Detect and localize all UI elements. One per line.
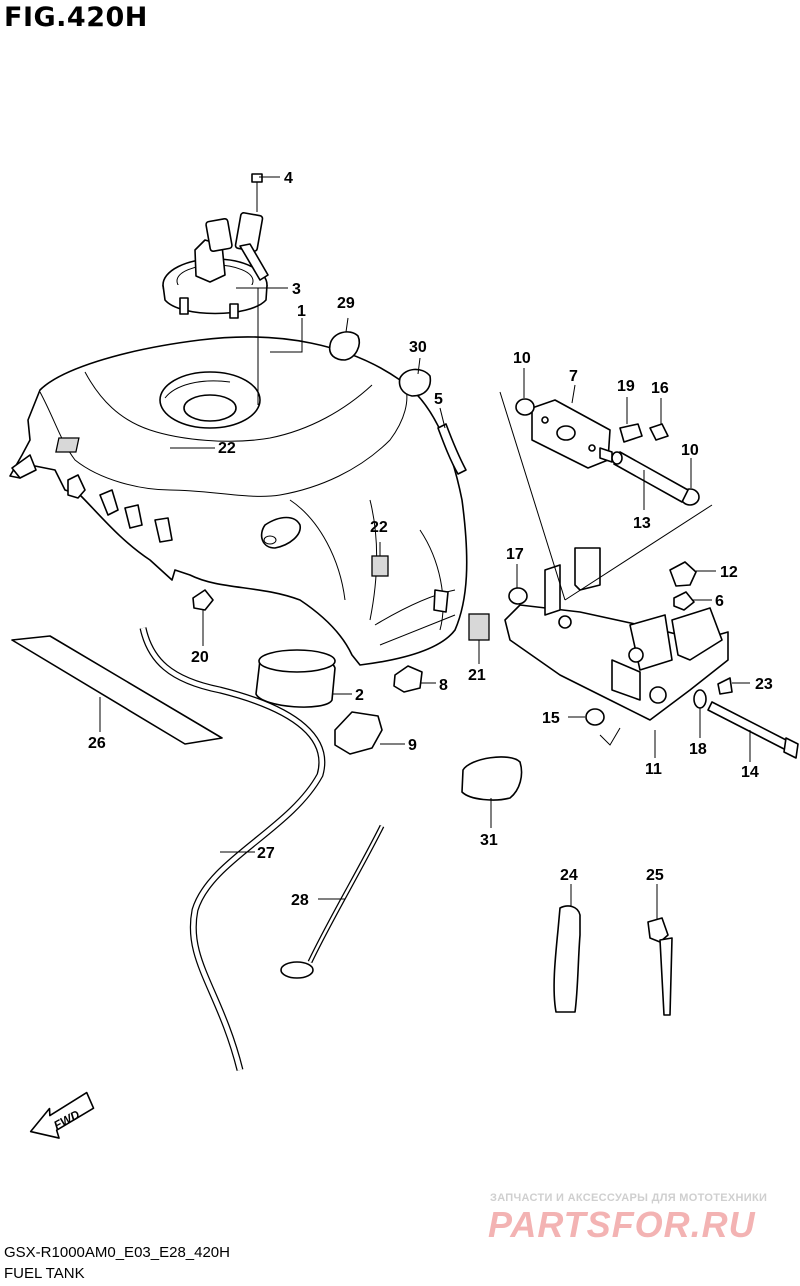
callout-2: 2 bbox=[355, 687, 364, 704]
callout-22: 22 bbox=[218, 440, 236, 457]
bushing-10-left[interactable] bbox=[515, 398, 535, 416]
callout-8: 8 bbox=[439, 677, 448, 694]
callout-13: 13 bbox=[633, 515, 651, 532]
pad-31-part[interactable] bbox=[461, 756, 523, 801]
strip-5-part[interactable] bbox=[437, 423, 467, 475]
callout-23: 23 bbox=[755, 676, 773, 693]
callout-labels: 4 3 1 29 30 5 22 22 20 2 8 21 9 26 27 28… bbox=[88, 170, 773, 909]
watermark-logo: PARTSFOR.RU bbox=[488, 1204, 756, 1245]
hose-27-part[interactable] bbox=[139, 627, 326, 1071]
callout-30: 30 bbox=[409, 339, 427, 356]
callout-18: 18 bbox=[689, 741, 707, 758]
label-22-right[interactable] bbox=[371, 555, 389, 577]
nut-6-part[interactable] bbox=[673, 591, 695, 611]
cover-ring-2-part[interactable] bbox=[255, 649, 336, 708]
callout-10: 10 bbox=[681, 442, 699, 459]
watermark-tagline: ЗАПЧАСТИ И АКСЕССУАРЫ ДЛЯ МОТОТЕХНИКИ bbox=[490, 1192, 768, 1204]
callout-6: 6 bbox=[715, 593, 724, 610]
callout-24: 24 bbox=[560, 867, 578, 884]
clip-12-part[interactable] bbox=[669, 561, 697, 587]
tube-28-part[interactable] bbox=[280, 824, 385, 979]
callout-22: 22 bbox=[370, 519, 388, 536]
callout-12: 12 bbox=[720, 564, 738, 581]
fuel-cap-lock-part[interactable] bbox=[162, 212, 269, 319]
fwd-arrow-icon: FWD bbox=[29, 1091, 95, 1139]
section-name: FUEL TANK bbox=[4, 1265, 85, 1282]
tie-25-part[interactable] bbox=[647, 917, 673, 1016]
callout-1: 1 bbox=[297, 303, 306, 320]
callout-27: 27 bbox=[257, 845, 275, 862]
damper-9-part[interactable] bbox=[334, 711, 383, 755]
bracket-assembly-11[interactable] bbox=[504, 547, 729, 721]
screw-part[interactable] bbox=[251, 173, 263, 212]
callout-31: 31 bbox=[480, 832, 498, 849]
callout-16: 16 bbox=[651, 380, 669, 397]
callout-7: 7 bbox=[569, 368, 578, 385]
fuel-tank-part[interactable] bbox=[9, 336, 468, 666]
model-code: GSX-R1000AM0_E03_E28_420H bbox=[4, 1244, 230, 1261]
callout-3: 3 bbox=[292, 281, 301, 298]
washer-18-part[interactable] bbox=[693, 689, 707, 709]
cushion-8-part[interactable] bbox=[393, 665, 423, 693]
cap-20-part[interactable] bbox=[192, 589, 214, 611]
callout-14: 14 bbox=[741, 764, 759, 781]
guide-lines bbox=[499, 391, 713, 746]
collar-13-part[interactable] bbox=[611, 451, 689, 503]
callout-11: 11 bbox=[645, 761, 662, 778]
cushion-19-part[interactable] bbox=[619, 423, 643, 443]
label-22-left[interactable] bbox=[55, 437, 80, 453]
callout-26: 26 bbox=[88, 735, 106, 752]
cushion-29-part[interactable] bbox=[328, 331, 361, 361]
strap-24-part[interactable] bbox=[553, 905, 581, 1013]
sheet-26-part[interactable] bbox=[11, 635, 223, 745]
leader-lines bbox=[99, 176, 751, 920]
callout-19: 19 bbox=[617, 378, 635, 395]
figure-title: FIG.420H bbox=[4, 2, 148, 33]
callout-10: 10 bbox=[513, 350, 531, 367]
callout-5: 5 bbox=[434, 391, 443, 408]
plate-7-part[interactable] bbox=[531, 399, 613, 469]
cushion-17-part[interactable] bbox=[508, 587, 528, 605]
cushion-30-part[interactable] bbox=[398, 368, 432, 397]
bolt-15-part[interactable] bbox=[585, 708, 605, 726]
callout-17: 17 bbox=[506, 546, 524, 563]
callout-15: 15 bbox=[542, 710, 560, 727]
bolt-14-part[interactable] bbox=[707, 701, 799, 759]
callout-29: 29 bbox=[337, 295, 355, 312]
screw-16-part[interactable] bbox=[649, 423, 669, 441]
callout-25: 25 bbox=[646, 867, 664, 884]
callout-4: 4 bbox=[284, 170, 293, 187]
callout-28: 28 bbox=[291, 892, 309, 909]
clip-23-part[interactable] bbox=[717, 677, 733, 695]
callout-21: 21 bbox=[468, 667, 486, 684]
label-21-part[interactable] bbox=[468, 613, 490, 641]
callout-20: 20 bbox=[191, 649, 209, 666]
callout-9: 9 bbox=[408, 737, 417, 754]
